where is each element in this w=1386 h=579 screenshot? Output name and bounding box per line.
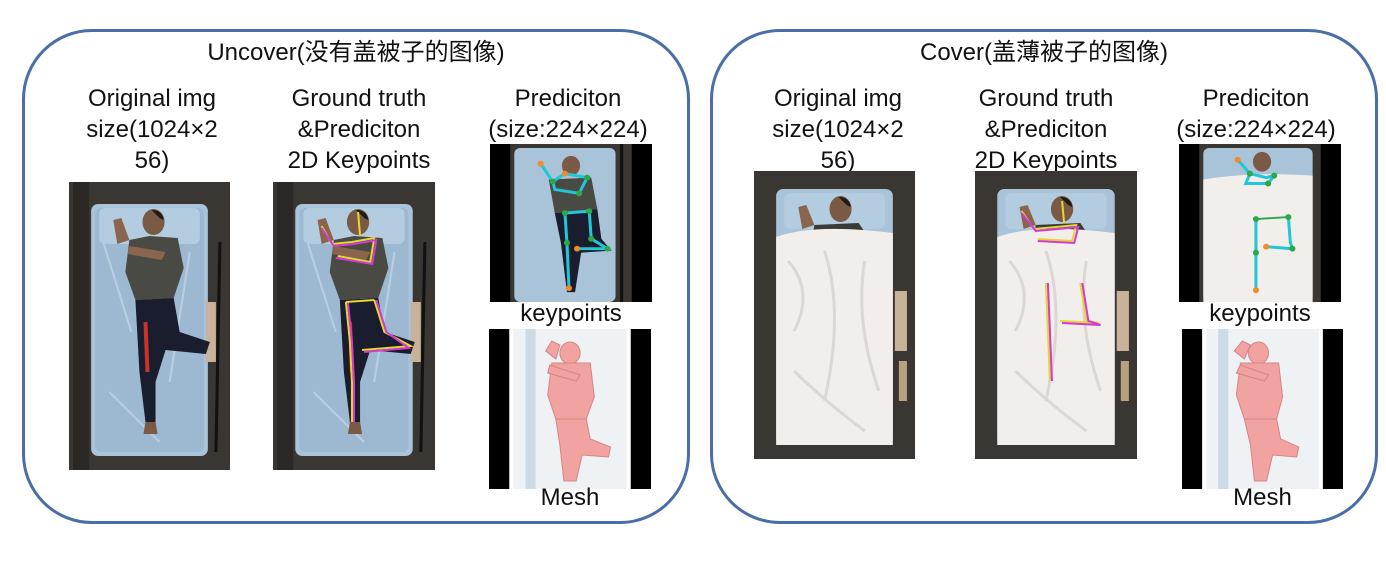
- cover-panel: Cover(盖薄被子的图像) Original img size(1024×2 …: [710, 29, 1378, 524]
- uncover-mesh-image: [489, 329, 651, 489]
- uncover-keypoints-image: [490, 144, 652, 302]
- uncover-original-image: [69, 182, 230, 470]
- cover-mesh-image: [1182, 329, 1343, 489]
- uncover-panel: Uncover(没有盖被子的图像) Original img size(1024…: [22, 29, 690, 524]
- uncover-keypoints-label: keypoints: [520, 300, 622, 327]
- cover-mesh-label: Mesh: [1233, 484, 1292, 511]
- uncover-mesh-label: Mesh: [540, 484, 600, 511]
- cover-prediction-label: Prediciton (size:224×224): [1176, 85, 1336, 143]
- cover-panel-title: Cover(盖薄被子的图像): [919, 39, 1168, 66]
- cover-keypoints-image: [1179, 144, 1341, 302]
- cover-keypoints-label: keypoints: [1209, 300, 1311, 327]
- uncover-gt-pred-image: [273, 182, 435, 470]
- cover-groundtruth-label: Ground truth &Prediciton 2D Keypoints: [974, 85, 1118, 174]
- uncover-prediction-label: Prediciton (size:224×224): [488, 85, 648, 143]
- uncover-groundtruth-label: Ground truth &Prediciton 2D Keypoints: [287, 85, 431, 174]
- cover-gt-pred-image: [975, 171, 1137, 459]
- uncover-panel-title: Uncover(没有盖被子的图像): [207, 39, 505, 66]
- cover-original-image: [754, 171, 915, 459]
- cover-original-label: Original img size(1024×2 56): [772, 85, 904, 174]
- uncover-original-label: Original img size(1024×2 56): [86, 85, 218, 174]
